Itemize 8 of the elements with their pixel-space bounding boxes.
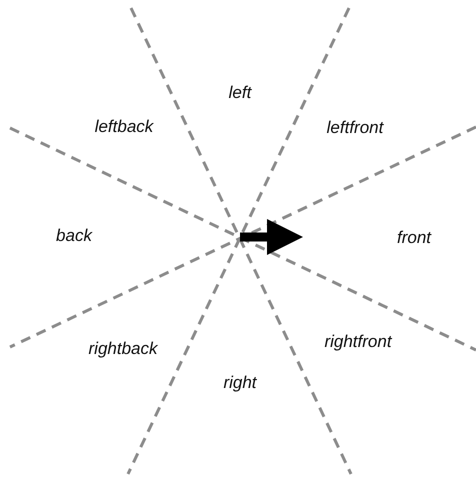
direction-label: rightback <box>88 339 158 359</box>
direction-label: left <box>228 83 252 103</box>
direction-label: right <box>223 373 257 393</box>
direction-label: back <box>56 226 92 246</box>
direction-label: leftback <box>94 117 154 137</box>
direction-label: rightfront <box>324 332 392 352</box>
direction-label: leftfront <box>326 118 384 138</box>
direction-label: front <box>396 228 432 248</box>
